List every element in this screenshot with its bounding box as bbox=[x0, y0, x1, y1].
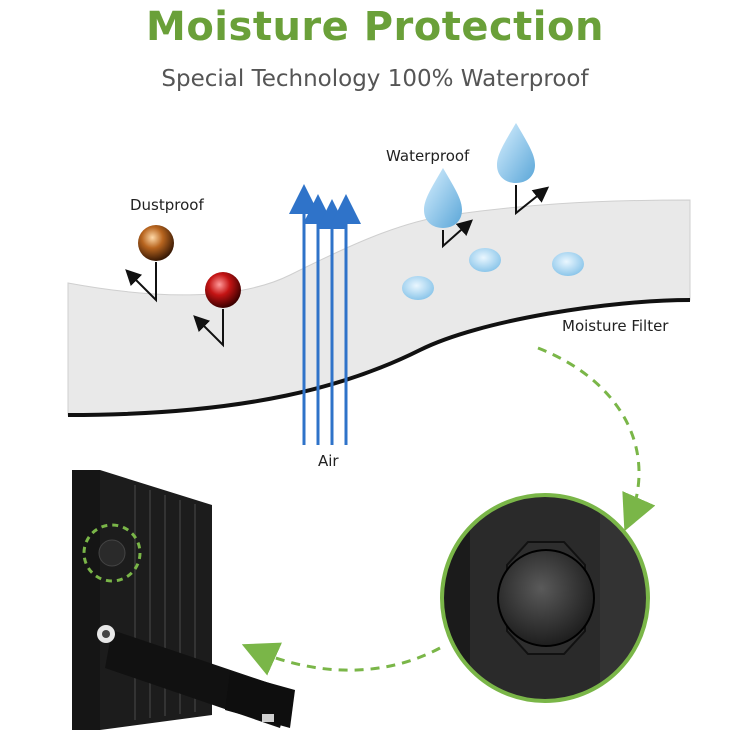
moisture-filter-label: Moisture Filter bbox=[562, 317, 669, 335]
page-title: Moisture Protection bbox=[146, 4, 604, 50]
water-drop-icon bbox=[497, 123, 550, 216]
membrane-bottom-edge bbox=[67, 298, 691, 417]
dustproof-label: Dustproof bbox=[130, 196, 204, 214]
flood-light-product-image bbox=[72, 470, 295, 730]
page-subtitle: Special Technology 100% Waterproof bbox=[161, 66, 589, 92]
air-arrow-icon bbox=[289, 184, 361, 445]
dust-particle-icon bbox=[193, 272, 241, 348]
air-label: Air bbox=[318, 452, 339, 470]
dashed-arrow-icon bbox=[241, 642, 441, 676]
waterproof-label: Waterproof bbox=[386, 147, 470, 165]
water-bead-icon bbox=[402, 248, 584, 300]
water-drop-icon bbox=[424, 168, 473, 249]
dashed-arrow-icon bbox=[537, 346, 656, 532]
vent-plug-zoom-icon bbox=[440, 493, 650, 703]
dust-particle-icon bbox=[125, 225, 174, 303]
